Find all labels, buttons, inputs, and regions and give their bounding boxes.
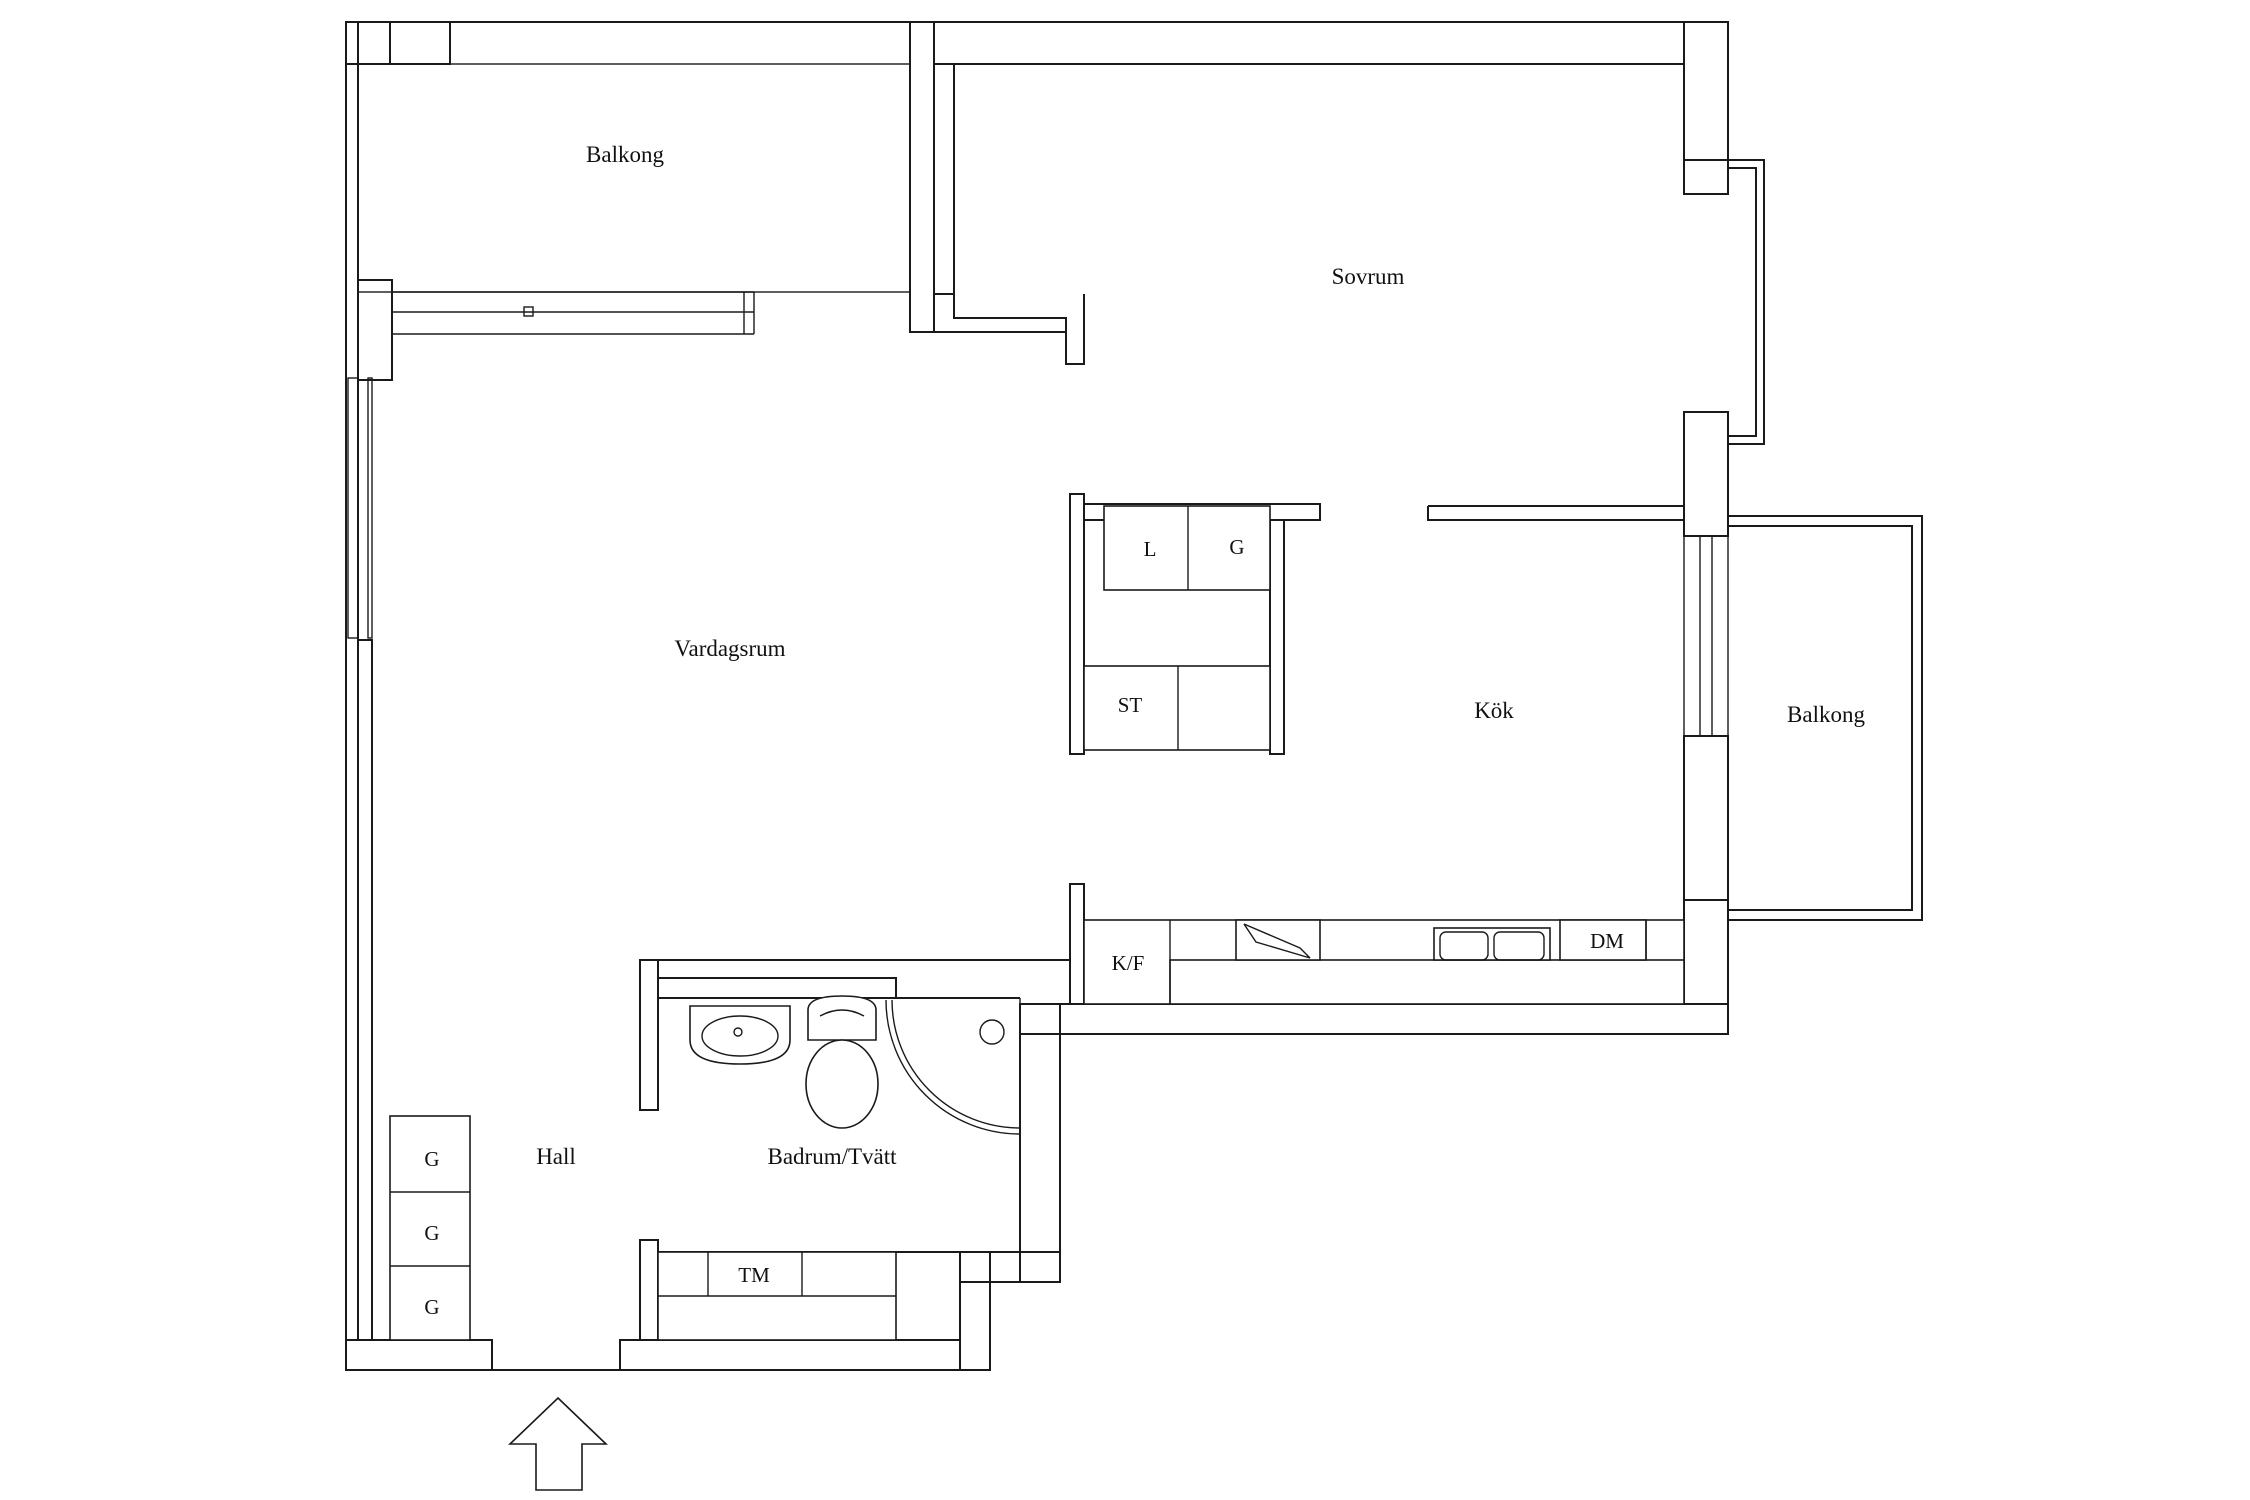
bedroom-walls: [909, 21, 1765, 537]
label-kok: Kök: [1474, 698, 1514, 723]
label-badrum: Badrum/Tvätt: [767, 1144, 897, 1169]
label-hall-wardrobe-2: G: [424, 1221, 439, 1245]
label-washing-machine: TM: [738, 1263, 770, 1287]
label-sovrum: Sovrum: [1332, 264, 1405, 289]
label-linen: L: [1144, 537, 1157, 561]
wardrobe-cluster: [1069, 493, 1321, 755]
balcony-top: [357, 63, 911, 335]
bathroom: [639, 959, 1070, 1341]
living-room-window: [347, 377, 373, 639]
label-dishwasher: DM: [1590, 929, 1624, 953]
entrance-arrow-icon: [508, 1396, 608, 1491]
hall-wardrobes: [389, 1115, 471, 1341]
label-balkong-top: Balkong: [586, 142, 664, 167]
kitchen-window: [1683, 535, 1729, 737]
label-hall-wardrobe-1: G: [424, 1147, 439, 1171]
label-storage: ST: [1118, 693, 1143, 717]
label-wardrobe: G: [1229, 535, 1244, 559]
balcony-right: [1728, 515, 1923, 921]
kitchen-counter: [1069, 883, 1685, 1005]
label-hall: Hall: [536, 1144, 576, 1169]
label-vardagsrum: Vardagsrum: [674, 636, 785, 661]
label-fridge-freezer: K/F: [1112, 951, 1145, 975]
label-hall-wardrobe-3: G: [424, 1295, 439, 1319]
label-balkong-right: Balkong: [1787, 702, 1865, 727]
